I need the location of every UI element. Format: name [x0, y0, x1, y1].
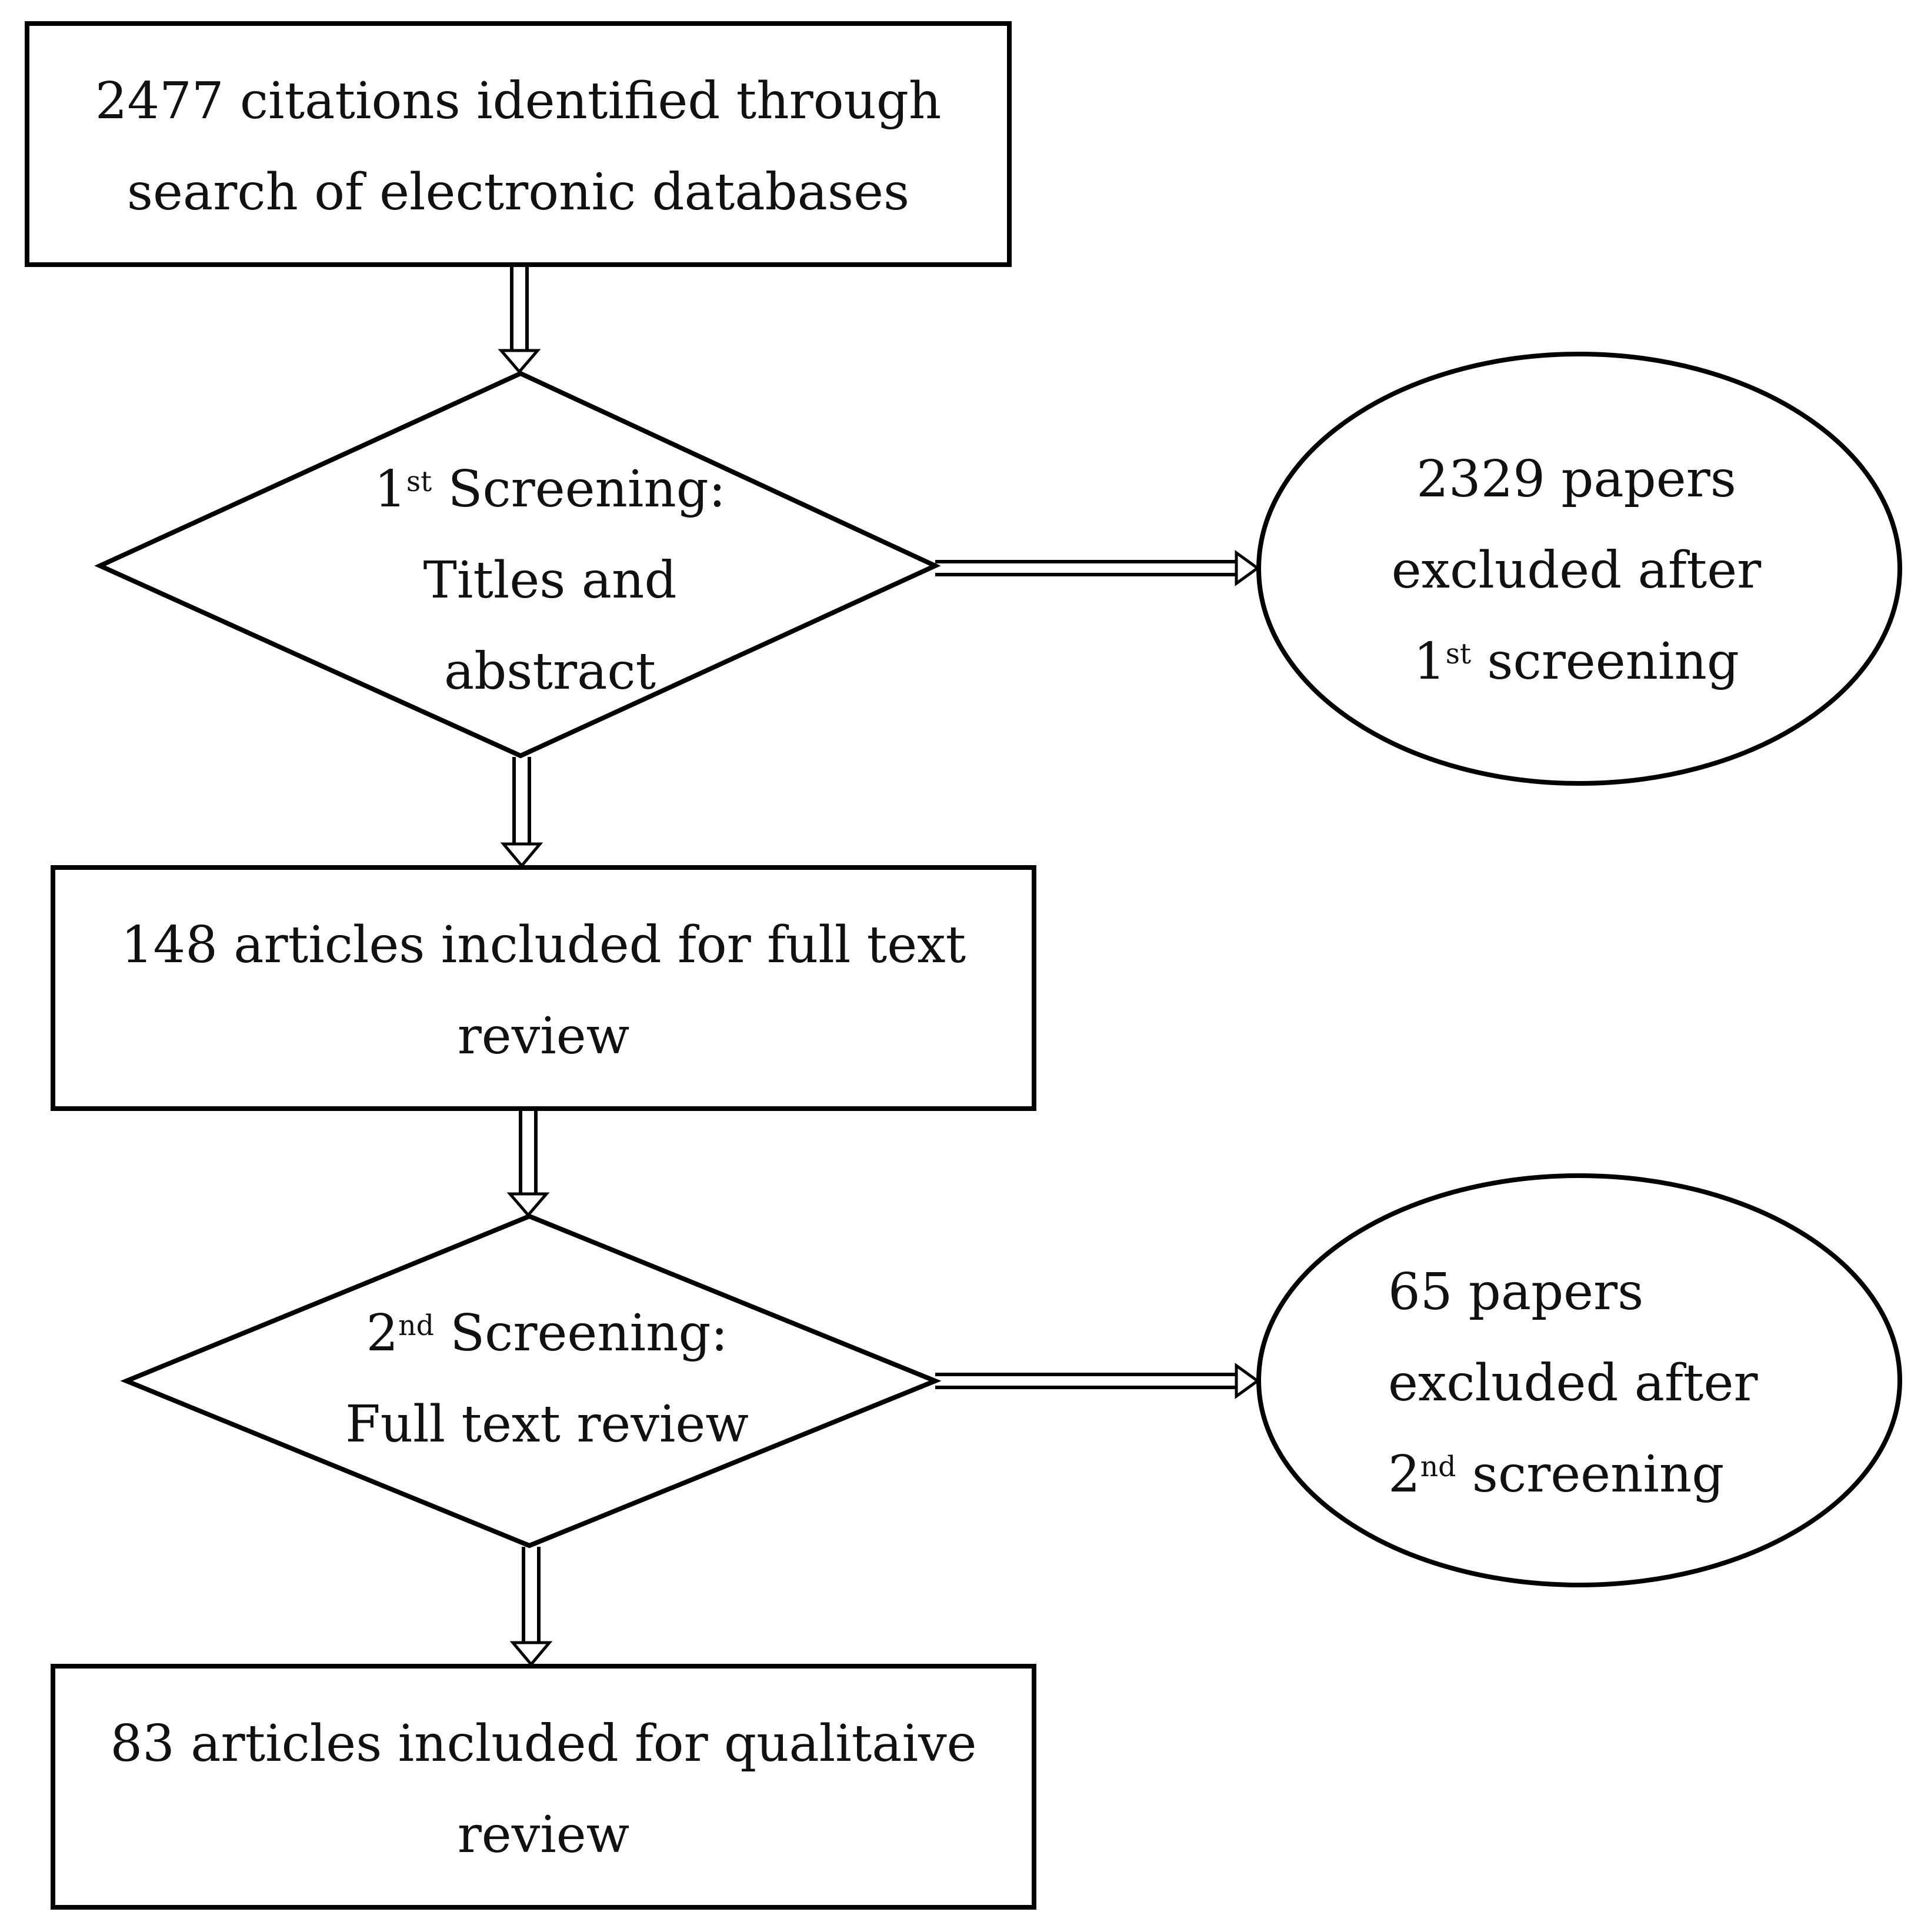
screening1-line1: 1st Screening:: [374, 460, 726, 519]
identified-line2: search of electronic databases: [126, 162, 910, 222]
screening1-line3: abstract: [443, 642, 656, 701]
screening2-line1: 2nd Screening:: [366, 1304, 728, 1363]
arrow-fulltext-to-screening2: [506, 1110, 550, 1217]
identified-label: 2477 citations identified through search…: [27, 56, 1009, 238]
screening2-diamond: [120, 1213, 942, 1549]
excluded1-line1: 2329 papers: [1416, 450, 1736, 509]
identified-line1: 2477 citations identified through: [95, 72, 942, 131]
fulltext-line1: 148 articles included for full text: [121, 916, 966, 975]
arrow-screening1-to-excluded1: [935, 550, 1260, 586]
excluded1-label: 2329 papers excluded after 1st screening: [1318, 434, 1835, 707]
included-line1: 83 articles included for qualitaive: [110, 1714, 977, 1773]
screening2-label: 2nd Screening: Full text review: [265, 1288, 829, 1470]
included-line2: review: [457, 1805, 630, 1864]
arrow-screening2-to-included: [509, 1547, 553, 1667]
screening1-diamond: [94, 371, 941, 759]
screening1-line2: Titles and: [423, 550, 677, 610]
fulltext-label: 148 articles included for full text revi…: [53, 900, 1034, 1082]
included-label: 83 articles included for qualitaive revi…: [53, 1699, 1034, 1881]
screening2-line2: Full text review: [345, 1394, 749, 1454]
arrow-screening2-to-excluded2: [935, 1363, 1260, 1399]
arrow-identified-to-screening1: [498, 266, 541, 374]
identified-box: [25, 21, 1012, 267]
excluded2-line1: 65 papers: [1388, 1263, 1644, 1322]
excluded2-label: 65 papers excluded after 2nd screening: [1388, 1247, 1835, 1520]
excluded2-line3: 2nd screening: [1388, 1444, 1725, 1504]
excluded1-line3: 1st screening: [1413, 632, 1739, 691]
excluded2-line2: excluded after: [1388, 1353, 1758, 1413]
fulltext-box: [51, 865, 1036, 1111]
screening1-label: 1st Screening: Titles and abstract: [259, 444, 841, 717]
excluded1-line2: excluded after: [1391, 540, 1762, 600]
fulltext-line2: review: [457, 1006, 630, 1066]
arrow-screening1-to-fulltext: [500, 757, 543, 868]
included-box: [51, 1664, 1036, 1910]
